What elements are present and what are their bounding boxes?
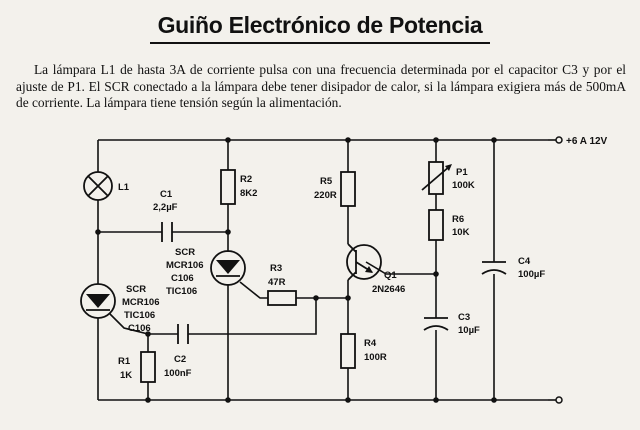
scr-top-model-3: TIC106 [166,286,197,297]
description-paragraph: La lámpara L1 de hasta 3A de corriente p… [16,62,626,112]
resistor-r6-symbol [428,209,444,241]
capacitor-c1-symbol [161,222,173,242]
resistor-r1-symbol [140,351,156,383]
resistor-r4-value: 100R [364,352,387,363]
resistor-r2-symbol [220,169,236,205]
resistor-r5-name: R5 [320,176,333,187]
resistor-r3-name: R3 [270,263,282,274]
lamp-l1-symbol [83,171,113,201]
capacitor-c4-symbol [481,261,507,275]
scr-bottom-model-1: MCR106 [122,297,160,308]
potentiometer-p1-name: P1 [456,167,468,178]
resistor-r2-value: 8K2 [240,188,257,199]
potentiometer-p1-symbol [421,161,452,195]
resistor-r3-symbol [267,290,297,306]
potentiometer-p1-value: 100K [452,180,475,191]
page-title: Guiño Electrónico de Potencia [157,12,483,38]
transistor-q1-model: 2N2646 [372,284,405,295]
resistor-r4-name: R4 [364,338,377,349]
terminal-negative [555,396,563,404]
resistor-r6-name: R6 [452,214,464,225]
capacitor-c3-value: 10µF [458,325,480,336]
scr-top-model-2: C106 [171,273,194,284]
description-text: La lámpara L1 de hasta 3A de corriente p… [16,62,626,110]
circuit-nodes [95,136,563,404]
resistor-r4-symbol [340,333,356,369]
scr-bottom-model-3: C106 [128,323,151,334]
scr-top-model-1: MCR106 [166,260,204,271]
capacitor-c3-name: C3 [458,312,470,323]
capacitor-c2-name: C2 [174,354,186,365]
capacitor-c4-value: 100µF [518,269,545,280]
terminal-positive [555,136,563,144]
capacitor-c1-value: 2,2µF [153,202,178,213]
capacitor-c4-name: C4 [518,256,531,267]
resistor-r5-value: 220R [314,190,337,201]
capacitor-c1-name: C1 [160,189,173,200]
scr-bottom-symbol [80,283,116,319]
title-underline [150,42,490,44]
circuit-wires [97,139,556,401]
resistor-r6-value: 10K [452,227,470,238]
capacitor-c3-symbol [423,317,449,331]
resistor-r3-value: 47R [268,277,286,288]
scr-bottom-model-2: TIC106 [124,310,155,321]
scr-top-symbol [210,250,246,286]
resistor-r1-name: R1 [118,356,131,367]
scr-top-name: SCR [175,247,195,258]
lamp-l1-label: L1 [118,182,130,193]
transistor-q1-name: Q1 [384,270,397,281]
capacitor-c2-value: 100nF [164,368,192,379]
scr-bottom-name: SCR [126,284,146,295]
capacitor-c2-symbol [177,324,189,344]
power-supply-label: +6 A 12V [566,136,608,147]
transistor-q1-symbol [346,243,382,281]
resistor-r1-value: 1K [120,370,132,381]
resistor-r5-symbol [340,171,356,207]
resistor-r2-name: R2 [240,174,252,185]
